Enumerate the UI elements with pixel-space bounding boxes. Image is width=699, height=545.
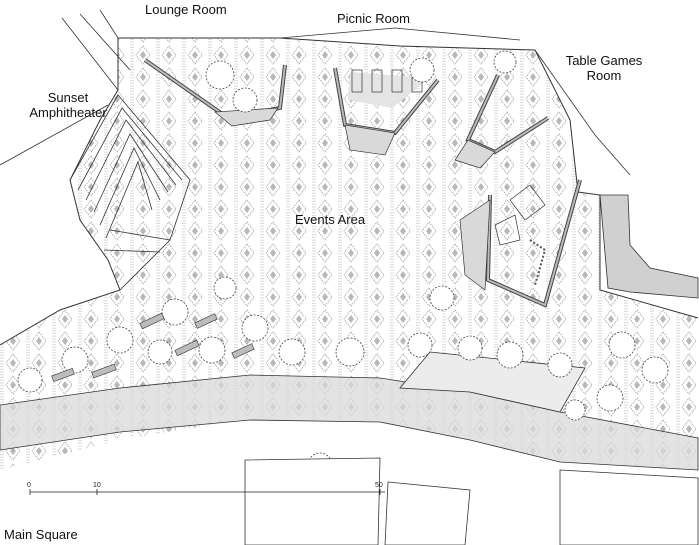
east-forecourt <box>599 194 699 299</box>
scale-bar <box>29 489 385 495</box>
scale-tick-50: 50 <box>375 482 383 489</box>
plaza-outline <box>118 37 699 319</box>
lounge-room-label: Lounge Room <box>145 2 227 17</box>
scale-tick-0: 0 <box>27 482 31 489</box>
lounge-wall <box>143 58 287 127</box>
sunset-amphitheater-line2: Amphitheater <box>29 105 107 120</box>
picnic-wall <box>333 67 440 156</box>
table-games-room-line2: Room <box>586 68 622 83</box>
context-linework <box>0 9 631 176</box>
sunset-amphitheater-line1: Sunset <box>47 90 89 105</box>
events-area-label: Events Area <box>295 212 366 227</box>
table-games-room-label: Table Games Room <box>560 53 648 83</box>
amphitheater-steps <box>69 94 191 291</box>
scale-tick-10: 10 <box>93 482 101 489</box>
sunset-amphitheater-label: Sunset Amphitheater <box>22 90 114 120</box>
table-games-wall <box>454 74 550 169</box>
table-games-room-line1: Table Games <box>565 53 643 68</box>
main-square-label: Main Square <box>4 527 78 542</box>
picnic-room-label: Picnic Room <box>337 11 410 26</box>
plaza-outline-west <box>0 38 121 346</box>
south-buildings <box>244 457 699 545</box>
benches <box>51 312 255 382</box>
east-wall <box>459 179 582 308</box>
promenade-band <box>0 374 699 471</box>
